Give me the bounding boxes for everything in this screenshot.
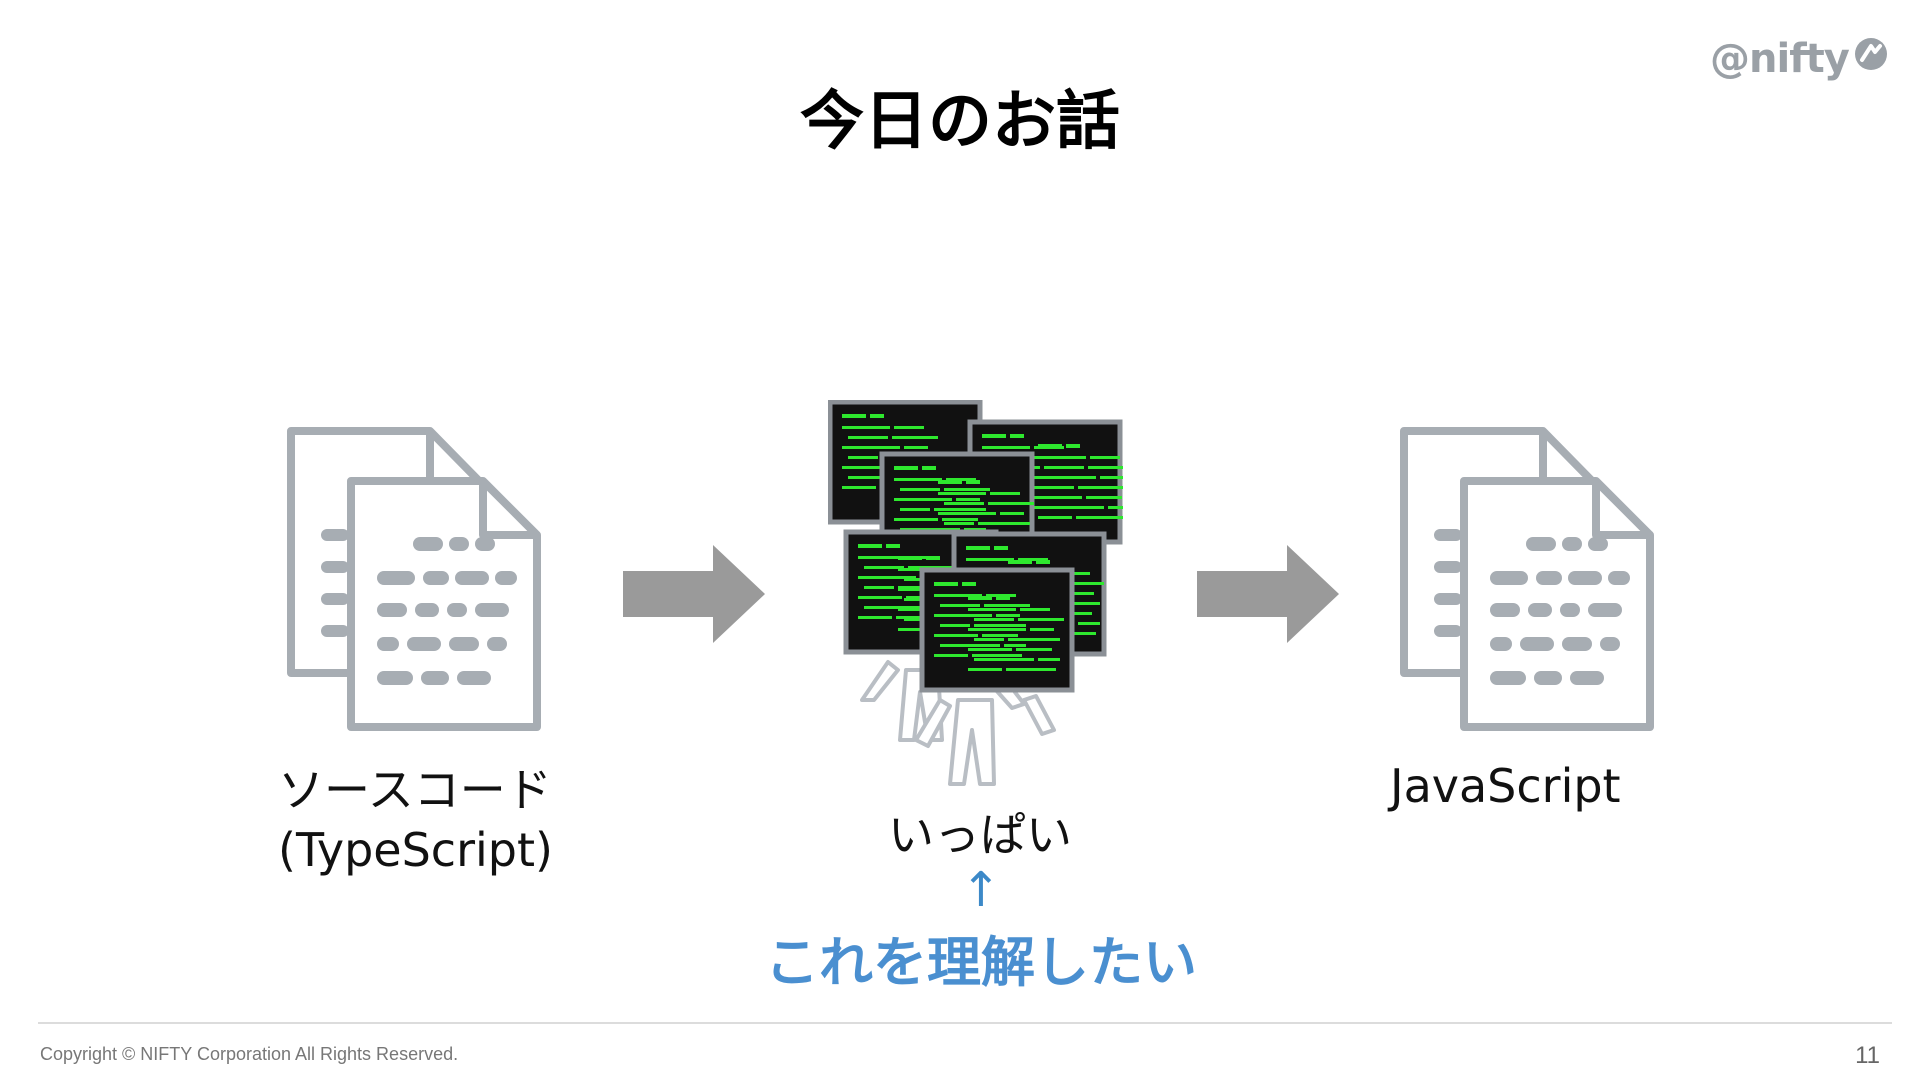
programmers-monitors-icon	[827, 399, 1134, 794]
logo-mark-icon	[1853, 36, 1889, 82]
source-code-label: ソースコード (TypeScript)	[278, 760, 553, 880]
javascript-label: JavaScript	[1390, 759, 1621, 813]
many-label: いっぱい	[888, 808, 1072, 862]
copyright-text: Copyright © NIFTY Corporation All Rights…	[40, 1044, 459, 1064]
right-arrow-icon	[623, 545, 765, 647]
page-number: 11	[1855, 1042, 1880, 1069]
source-label-line1: ソースコード	[278, 763, 552, 817]
source-documents-icon	[285, 425, 545, 739]
logo-text: @nifty	[1710, 36, 1850, 82]
output-documents-icon	[1398, 425, 1658, 739]
source-label-line2: (TypeScript)	[278, 823, 553, 877]
footer-divider	[38, 1022, 1892, 1024]
right-arrow-icon	[1197, 545, 1339, 647]
nifty-logo: @nifty	[1710, 34, 1890, 84]
slide-title: 今日のお話	[800, 85, 1120, 159]
emphasis-text: これを理解したい	[765, 931, 1197, 994]
up-arrow-icon: ↑	[960, 862, 1002, 918]
